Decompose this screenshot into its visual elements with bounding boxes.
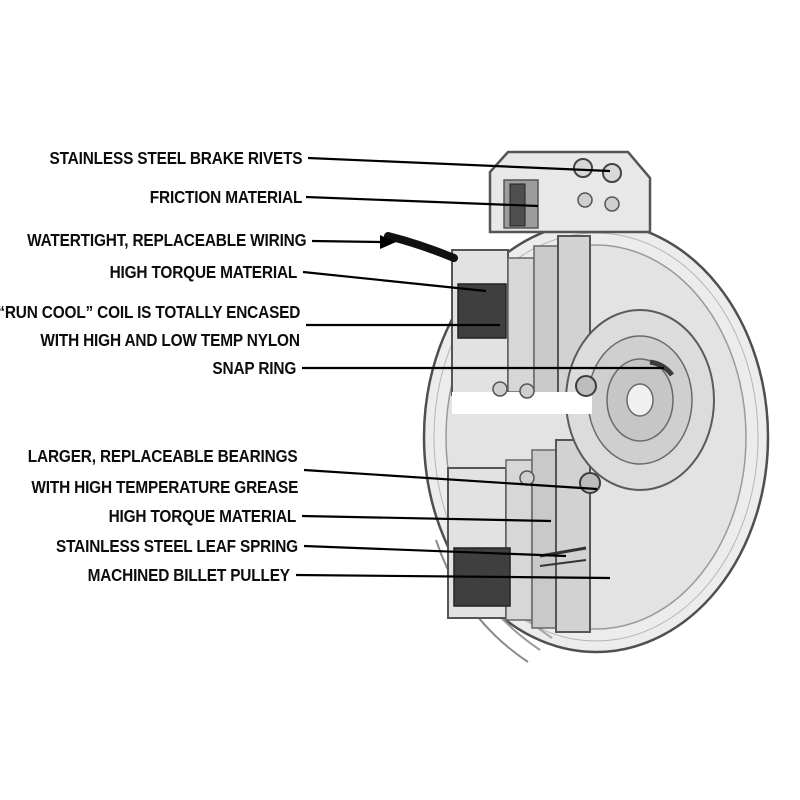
coil-upper (457, 283, 507, 339)
callout-label-snap-ring: SNAP RING (212, 358, 296, 378)
callout-label-coil-line2: WITH HIGH AND LOW TEMP NYLON (40, 330, 301, 350)
brake-bracket (488, 150, 652, 234)
leader-friction (305, 195, 539, 208)
leader-torque-lower (301, 514, 552, 523)
bearing-upper (575, 375, 597, 397)
leader-leaf-spring (303, 544, 567, 558)
wiring-arrowhead-icon (380, 235, 396, 249)
callout-label-coil-line1: “RUN COOL” COIL IS TOTALLY ENCASED (0, 302, 300, 322)
callout-label-bearings-line2: WITH HIGH TEMPERATURE GREASE (31, 477, 298, 497)
snap-ring-detail (649, 359, 675, 377)
leader-brake-rivets (307, 156, 611, 173)
leader-billet-pulley (295, 573, 611, 580)
callout-label-bearings-line1: LARGER, REPLACEABLE BEARINGS (28, 446, 298, 466)
leader-wiring (311, 239, 381, 244)
callout-label-torque-upper: HIGH TORQUE MATERIAL (109, 262, 297, 282)
callout-label-torque-lower: HIGH TORQUE MATERIAL (108, 506, 296, 526)
callout-label-wiring: WATERTIGHT, REPLACEABLE WIRING (26, 230, 307, 250)
callout-label-brake-rivets: STAINLESS STEEL BRAKE RIVETS (49, 148, 302, 168)
callout-label-billet-pulley: MACHINED BILLET PULLEY (87, 565, 290, 585)
center-shaft-gap (452, 381, 592, 414)
callout-label-leaf-spring: STAINLESS STEEL LEAF SPRING (56, 536, 298, 556)
brake-rivet (602, 163, 622, 183)
wire (384, 232, 458, 262)
leader-torque-upper (302, 270, 487, 293)
callout-label-friction: FRICTION MATERIAL (149, 187, 303, 207)
brake-rivet (573, 158, 593, 178)
leader-bearings (303, 468, 598, 491)
field-housing-lower (447, 439, 591, 633)
